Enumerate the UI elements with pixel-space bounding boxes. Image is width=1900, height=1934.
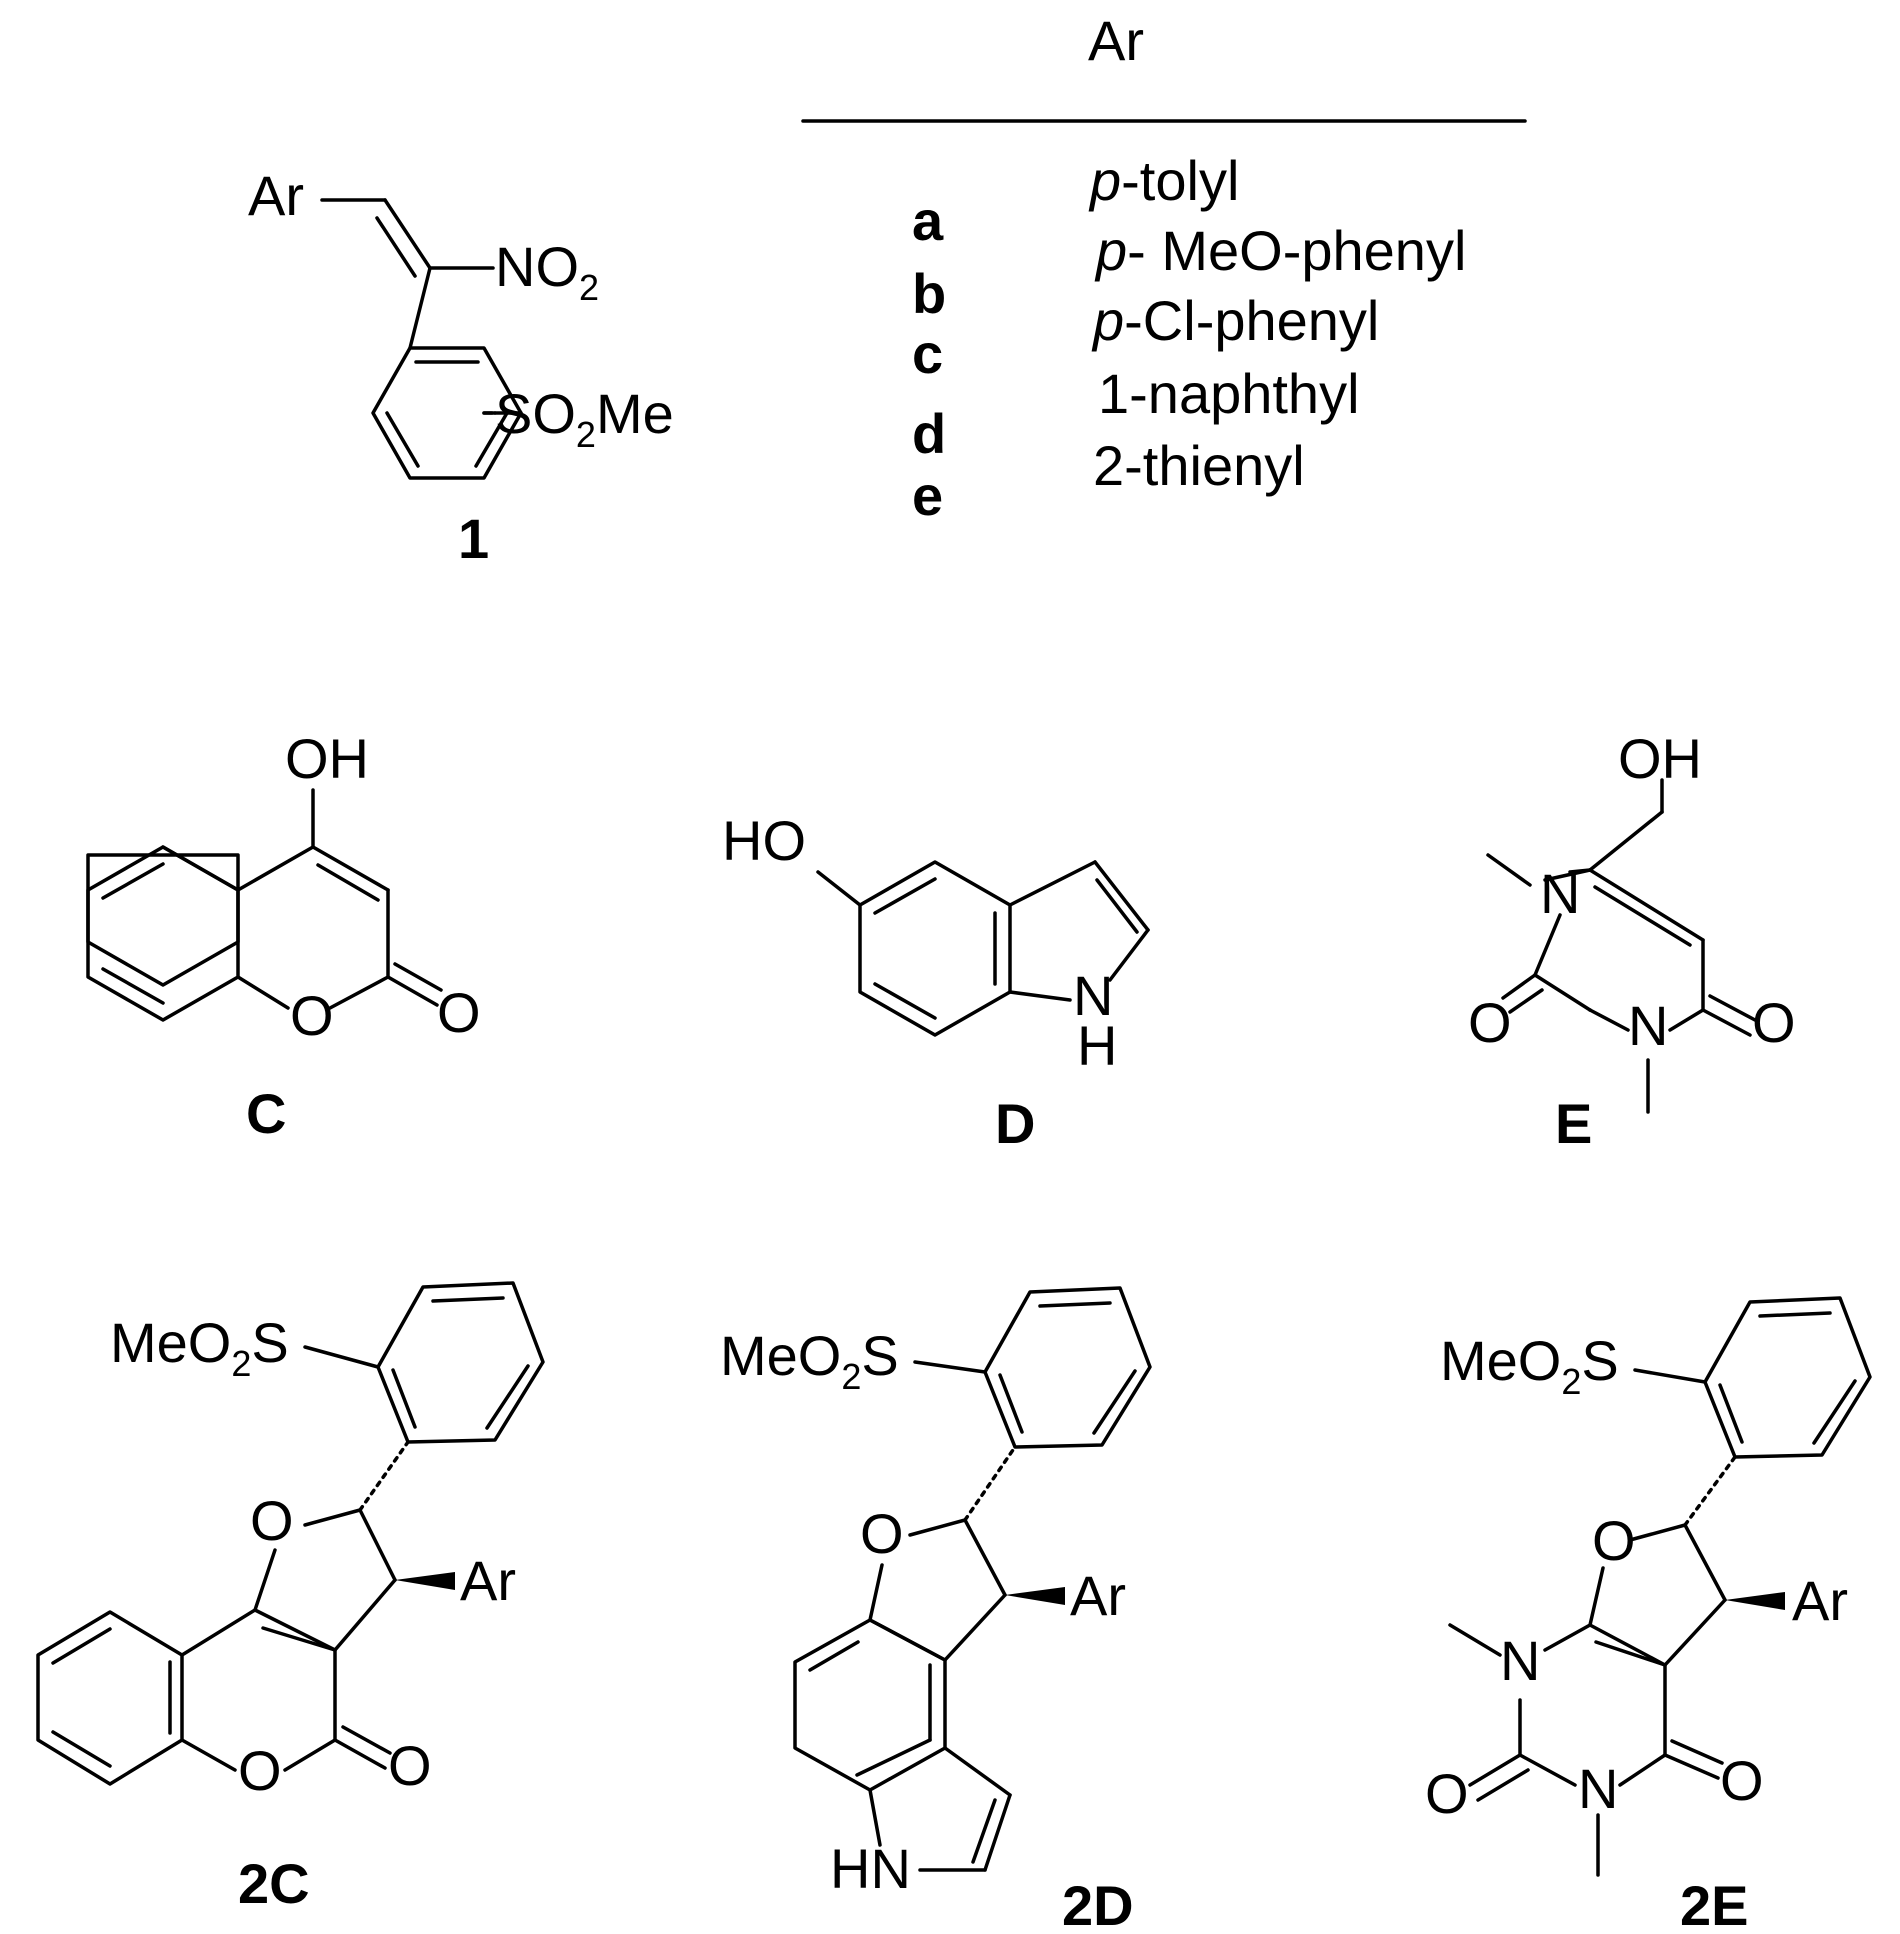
- row-value: p-Cl-phenyl: [1091, 289, 1379, 352]
- ring-o-label: O: [860, 1502, 904, 1565]
- row-value: 1-naphthyl: [1098, 362, 1360, 425]
- compound-E-label: E: [1555, 1092, 1592, 1155]
- row-value: p-tolyl: [1088, 149, 1239, 212]
- row-value: 2-thienyl: [1093, 434, 1305, 497]
- so2me-label: SO2Me: [495, 382, 674, 455]
- oh-label: OH: [1618, 727, 1702, 790]
- ring-o-label: O: [250, 1489, 294, 1552]
- row-key: b: [912, 262, 946, 325]
- n2-label: N: [1578, 1757, 1618, 1820]
- o2-label: O: [1752, 991, 1796, 1054]
- n1-label: N: [1540, 862, 1580, 925]
- ar-label: Ar: [1070, 1564, 1126, 1627]
- o1-label: O: [1425, 1762, 1469, 1825]
- compound-1-label: 1: [458, 507, 489, 570]
- o1-label: O: [1468, 991, 1512, 1054]
- ho-label: HO: [722, 809, 806, 872]
- row-key: a: [912, 189, 944, 252]
- compound-2C: MeO2S O Ar O O 2C: [36, 1281, 545, 1915]
- ar-label: Ar: [460, 1549, 516, 1612]
- compound-2E-label: 2E: [1680, 1874, 1749, 1934]
- hn-label: HN: [830, 1837, 911, 1900]
- row-key: e: [912, 464, 943, 527]
- row-key: c: [912, 322, 943, 385]
- compound-2D: MeO2S O Ar HN 2D: [720, 1286, 1152, 1934]
- row-key: d: [912, 402, 946, 465]
- compound-2E: MeO2S O Ar N N O O 2E: [1425, 1296, 1872, 1934]
- compound-2D-label: 2D: [1062, 1874, 1134, 1934]
- table-header: Ar: [1088, 9, 1144, 72]
- ring-o-label: O: [290, 984, 334, 1047]
- compound-2C-label: 2C: [238, 1852, 310, 1915]
- compound-E: OH N N O O E: [1468, 727, 1796, 1155]
- oh-label: OH: [285, 727, 369, 790]
- lactone-o-label: O: [238, 1739, 282, 1802]
- n1-label: N: [1500, 1629, 1540, 1692]
- meo2s-label: MeO2S: [720, 1324, 899, 1397]
- ring-o-label: O: [1592, 1509, 1636, 1572]
- ar-label: Ar: [1792, 1569, 1848, 1632]
- compound-D: HO N H D: [722, 809, 1150, 1155]
- n2-label: N: [1628, 994, 1668, 1057]
- meo2s-label: MeO2S: [1440, 1329, 1619, 1402]
- compound-1: Ar NO2 SO2Me 1: [248, 164, 674, 570]
- ar-label: Ar: [248, 164, 304, 227]
- compound-C: OH O O C: [86, 727, 481, 1145]
- ar-table: Ar a b c d e p-tolyl p- MeO-phenyl p-Cl-…: [801, 9, 1527, 527]
- carbonyl-o-label: O: [437, 981, 481, 1044]
- compound-D-label: D: [995, 1092, 1035, 1155]
- compound-C-label: C: [246, 1082, 286, 1145]
- h-label: H: [1077, 1014, 1117, 1077]
- no2-label: NO2: [495, 235, 599, 308]
- carbonyl-o-label: O: [388, 1734, 432, 1797]
- n-label: N: [1073, 964, 1113, 1027]
- o2-label: O: [1720, 1749, 1764, 1812]
- row-value: p- MeO-phenyl: [1094, 219, 1466, 282]
- meo2s-label: MeO2S: [110, 1311, 289, 1384]
